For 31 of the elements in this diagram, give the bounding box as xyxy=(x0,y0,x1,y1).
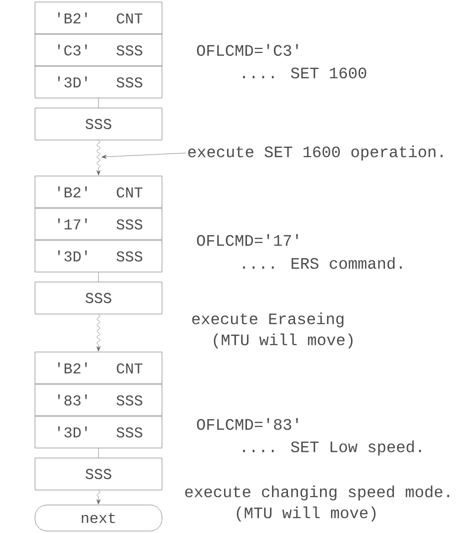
annotation-text: OFLCMD='17' xyxy=(197,234,298,246)
process-box: '17' SSS xyxy=(34,208,162,240)
process-box: '3D' SSS xyxy=(34,66,162,98)
terminal-box: next xyxy=(34,504,162,532)
annotation-text: OFLCMD='C3' xyxy=(197,44,298,56)
process-box: SSS xyxy=(34,108,162,140)
arrow xyxy=(96,490,100,504)
arrow xyxy=(96,140,100,176)
annotation-text: OFLCMD='83' xyxy=(197,418,298,430)
annotation-text: (MTU will move) xyxy=(236,506,376,522)
process-box: '3D' SSS xyxy=(34,240,162,272)
connector-line xyxy=(98,272,99,282)
annotation-text: .... SET 1600 xyxy=(243,68,366,78)
process-box: SSS xyxy=(34,282,162,314)
connector-line xyxy=(98,448,99,458)
leader-line xyxy=(101,152,186,159)
arrow xyxy=(96,314,100,352)
annotation-text: .... SET Low speed. xyxy=(243,440,421,456)
process-box: '3D' SSS xyxy=(34,416,162,448)
process-box: SSS xyxy=(34,458,162,490)
annotation-text: execute changing speed mode. xyxy=(185,486,450,500)
process-box: '83' SSS xyxy=(34,384,162,416)
annotation-text: execute Eraseing xyxy=(192,312,344,328)
process-box: 'C3' SSS xyxy=(34,34,162,66)
annotation-text: (MTU will move) xyxy=(214,334,352,348)
annotation-text: execute SET 1600 operation. xyxy=(188,146,442,160)
annotation-text: .... ERS command. xyxy=(243,257,402,269)
process-box: 'B2' CNT xyxy=(34,176,162,208)
process-box: 'B2' CNT xyxy=(34,2,162,34)
process-box: 'B2' CNT xyxy=(34,352,162,384)
connector-line xyxy=(98,98,99,108)
